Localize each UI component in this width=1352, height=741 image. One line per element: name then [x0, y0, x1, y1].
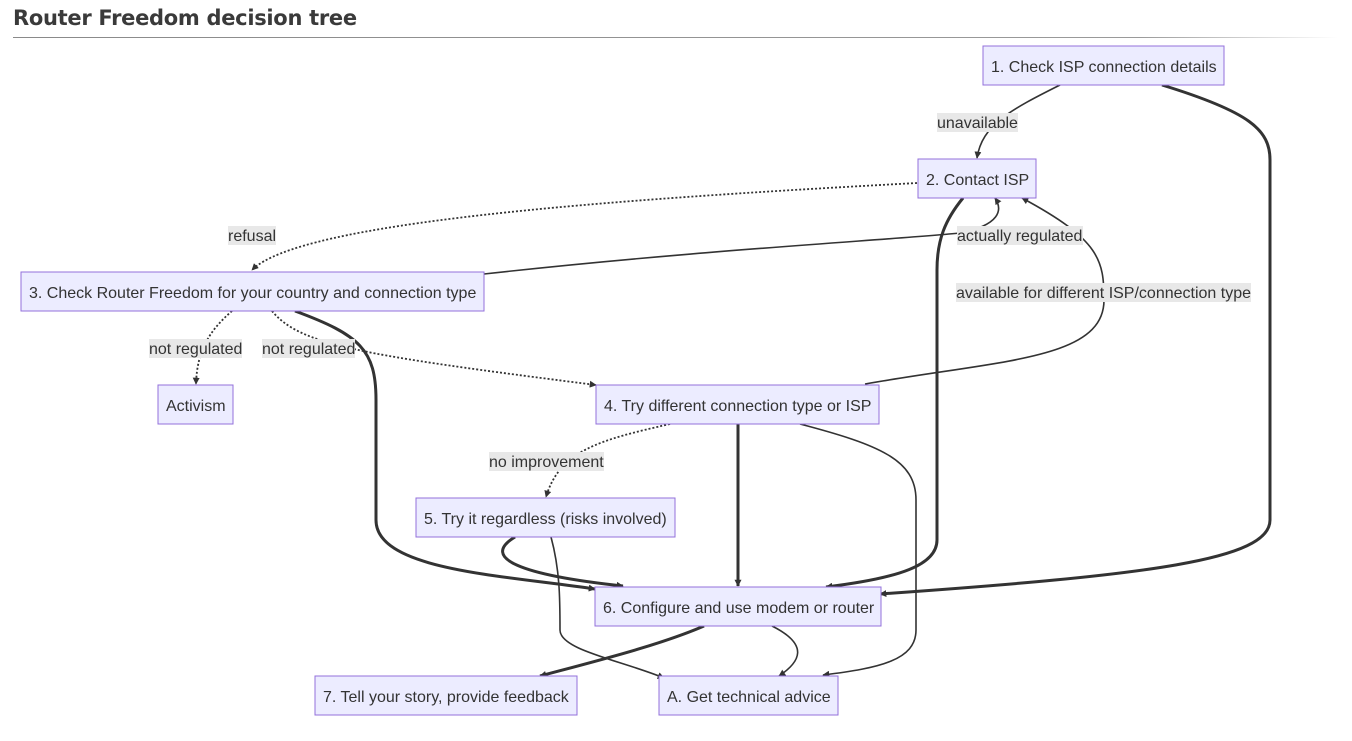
svg-text:actually regulated: actually regulated: [957, 228, 1082, 245]
edge-label-unavailable: unavailable: [937, 113, 1018, 132]
svg-text:not regulated: not regulated: [262, 341, 355, 358]
svg-text:Activism: Activism: [166, 398, 226, 415]
nodes: 1. Check ISP connection details 2. Conta…: [20, 45, 1225, 716]
edge-3-to-4: [271, 310, 597, 388]
edge-3-to-2: [483, 197, 1002, 275]
edge-4-to-A: [799, 423, 917, 678]
svg-text:6. Configure and use modem or: 6. Configure and use modem or router: [603, 600, 875, 617]
title-divider: [13, 37, 1338, 38]
edge-3-to-6: [294, 309, 596, 592]
svg-text:7. Tell your story, provide fe: 7. Tell your story, provide feedback: [323, 689, 570, 706]
edge-2-to-6: [825, 197, 965, 590]
edge-label-refusal: refusal: [228, 226, 276, 245]
svg-text:A. Get technical advice: A. Get technical advice: [667, 689, 831, 706]
node-get-technical-advice[interactable]: A. Get technical advice: [658, 675, 839, 716]
svg-text:1. Check ISP connection detail: 1. Check ISP connection details: [991, 59, 1217, 76]
svg-text:5. Try it regardless (risks in: 5. Try it regardless (risks involved): [424, 511, 667, 528]
edge-label-no-improvement: no improvement: [489, 452, 604, 471]
edge-1-to-6: [879, 83, 1272, 598]
edge-4-to-5: [544, 423, 671, 498]
node-check-isp-connection-details[interactable]: 1. Check ISP connection details: [982, 45, 1225, 86]
svg-text:2. Contact ISP: 2. Contact ISP: [926, 172, 1029, 189]
node-tell-your-story[interactable]: 7. Tell your story, provide feedback: [314, 675, 578, 716]
page-title: Router Freedom decision tree: [13, 6, 357, 30]
node-activism[interactable]: Activism: [157, 384, 234, 425]
edge-6-to-7: [539, 624, 705, 678]
svg-text:not regulated: not regulated: [149, 341, 242, 358]
node-contact-isp[interactable]: 2. Contact ISP: [917, 158, 1037, 199]
svg-text:4. Try different connection ty: 4. Try different connection type or ISP: [604, 398, 871, 415]
svg-text:refusal: refusal: [228, 228, 276, 245]
edge-label-actually-regulated: actually regulated: [957, 226, 1083, 245]
node-configure-modem-router[interactable]: 6. Configure and use modem or router: [594, 586, 882, 627]
svg-text:available for different ISP/co: available for different ISP/connection t…: [956, 285, 1251, 302]
edge-label-available-different: available for different ISP/connection t…: [956, 283, 1251, 302]
node-check-router-freedom[interactable]: 3. Check Router Freedom for your country…: [20, 271, 485, 312]
edge-5-to-6: [501, 535, 624, 589]
edge-2-to-3: [251, 182, 918, 271]
svg-text:no improvement: no improvement: [489, 454, 604, 471]
edges: [192, 83, 1272, 679]
svg-text:3. Check Router Freedom for yo: 3. Check Router Freedom for your country…: [29, 285, 476, 302]
svg-text:unavailable: unavailable: [937, 115, 1018, 132]
edge-label-not-regulated-try-different: not regulated: [262, 339, 355, 358]
node-try-different-connection[interactable]: 4. Try different connection type or ISP: [595, 384, 880, 425]
node-try-it-regardless[interactable]: 5. Try it regardless (risks involved): [415, 497, 676, 538]
edge-labels: unavailable refusal actually regulated a…: [149, 113, 1251, 471]
edge-label-not-regulated-activism: not regulated: [149, 339, 242, 358]
edge-5-to-A: [550, 536, 665, 679]
edge-6-to-A: [771, 625, 799, 677]
